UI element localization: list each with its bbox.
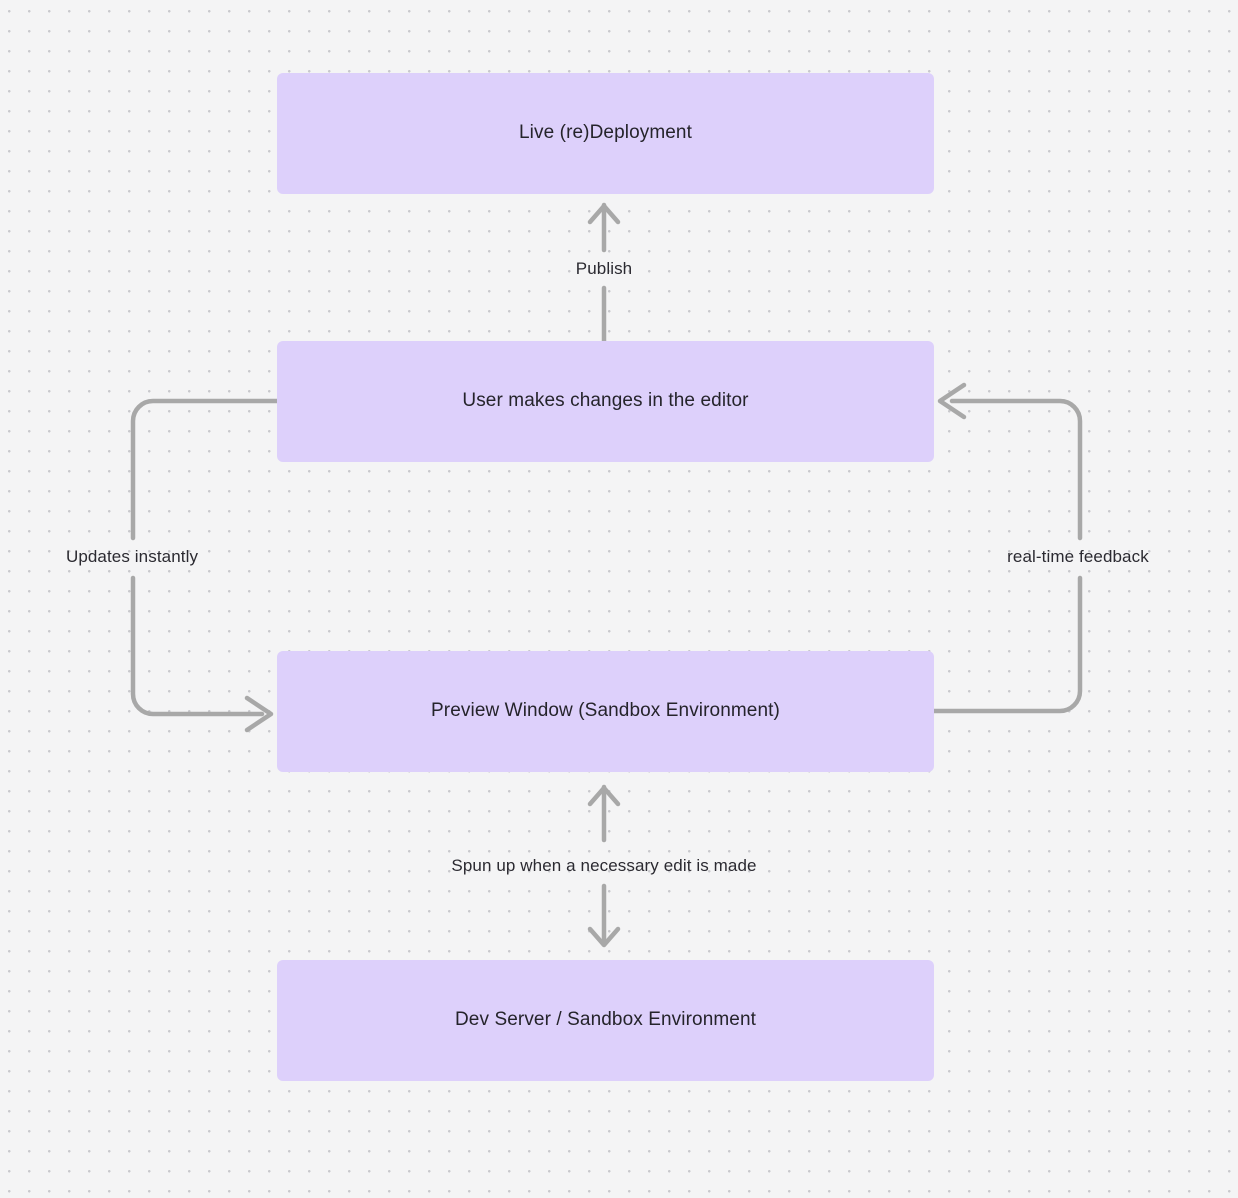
edge-label-realtime-feedback: real-time feedback xyxy=(1007,547,1149,566)
arrowhead-up-publish xyxy=(587,203,621,225)
node-label: User makes changes in the editor xyxy=(462,390,749,412)
edge-label-spun-up: Spun up when a necessary edit is made xyxy=(451,856,757,875)
arrowhead-up-spunup xyxy=(587,785,621,807)
node-preview-window[interactable]: Preview Window (Sandbox Environment) xyxy=(277,651,934,772)
node-live-deployment[interactable]: Live (re)Deployment xyxy=(277,73,934,194)
arrowhead-left-realtime xyxy=(937,382,967,420)
arrowhead-right-updates xyxy=(244,695,274,733)
node-label: Dev Server / Sandbox Environment xyxy=(454,1009,756,1031)
node-user-edit[interactable]: User makes changes in the editor xyxy=(277,341,934,462)
node-label: Live (re)Deployment xyxy=(519,122,692,144)
node-dev-server[interactable]: Dev Server / Sandbox Environment xyxy=(277,960,934,1081)
node-label: Preview Window (Sandbox Environment) xyxy=(431,700,780,722)
edge-label-updates-instantly: Updates instantly xyxy=(65,547,199,566)
edge-label-publish: Publish xyxy=(575,259,633,278)
arrowhead-down-spunup xyxy=(587,926,621,948)
